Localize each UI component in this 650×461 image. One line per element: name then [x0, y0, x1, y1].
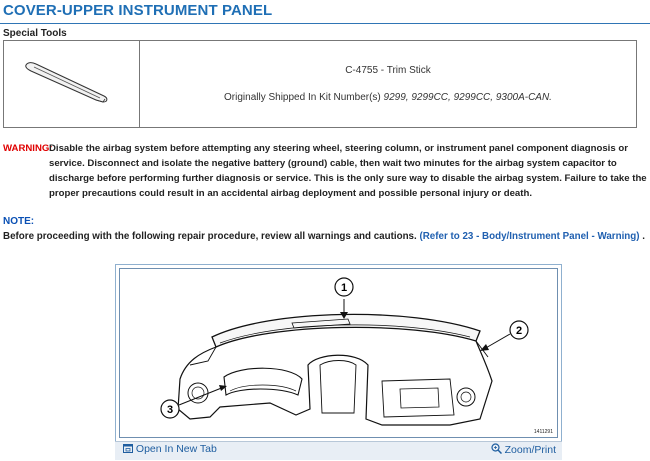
callout-2: 2 [516, 325, 522, 337]
warning-text: Disable the airbag system before attempt… [49, 143, 647, 199]
note-text: Before proceeding with the following rep… [3, 231, 420, 242]
zoom-print-button[interactable]: Zoom/Print [491, 443, 556, 456]
magnifier-icon [491, 443, 502, 455]
callout-1: 1 [341, 282, 347, 294]
kit-numbers: 9299, 9299CC, 9299CC, 9300A-CAN. [383, 92, 552, 103]
special-tools-table: C-4755 - Trim Stick Originally Shipped I… [3, 40, 637, 128]
trim-stick-image [25, 62, 108, 103]
note-label: NOTE: [3, 216, 35, 227]
tool-image-cell [3, 40, 140, 128]
warning-block: WARNING: Disable the airbag system befor… [3, 141, 650, 201]
instrument-panel-illustration: 1 2 3 [160, 277, 529, 426]
tool-description-cell: C-4755 - Trim Stick Originally Shipped I… [139, 40, 637, 128]
callout-3: 3 [167, 404, 173, 416]
special-tools-heading: Special Tools [3, 28, 67, 39]
title-divider [0, 23, 650, 24]
tool-name: C-4755 - Trim Stick [345, 65, 431, 76]
note-suffix: . [639, 231, 645, 242]
warning-label: WARNING: [3, 143, 53, 154]
figure-image-area[interactable]: 1 2 3 1411291 [119, 268, 558, 438]
figure-frame: 1 2 3 1411291 [115, 264, 562, 443]
open-in-new-tab-button[interactable]: Open In New Tab [123, 443, 217, 455]
note-text-line: Before proceeding with the following rep… [3, 231, 645, 242]
tool-row: C-4755 - Trim Stick Originally Shipped I… [3, 40, 637, 128]
figure-id: 1411291 [533, 429, 553, 435]
kit-prefix: Originally Shipped In Kit Number(s) [224, 92, 384, 103]
open-new-tab-icon [123, 444, 133, 453]
warning-reference-link[interactable]: (Refer to 23 - Body/Instrument Panel - W… [419, 231, 640, 242]
figure-toolbar: Open In New Tab Zoom/Print [115, 441, 562, 460]
page-title: COVER-UPPER INSTRUMENT PANEL [3, 2, 273, 19]
open-in-new-tab-label: Open In New Tab [135, 443, 217, 455]
zoom-print-label: Zoom/Print [504, 444, 556, 456]
